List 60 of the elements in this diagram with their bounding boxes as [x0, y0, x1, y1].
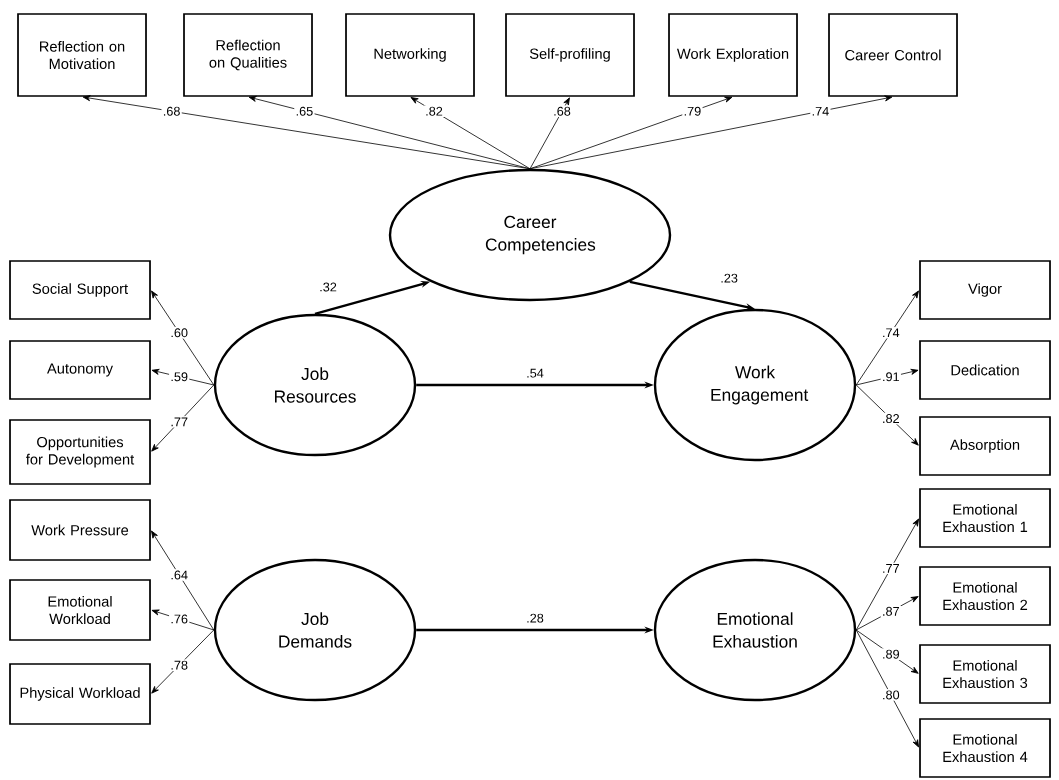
indicator-box: Emotional Exhaustion 4: [919, 718, 1051, 778]
arrow: [529, 97, 570, 170]
edge-label: .79: [682, 105, 703, 118]
indicator-box: Social Support: [9, 260, 151, 320]
edge-label: .68: [551, 105, 573, 118]
edge-label: .77: [169, 416, 190, 428]
edge-label: .64: [169, 569, 190, 581]
indicator-box: Work Exploration: [668, 13, 798, 97]
arrow: [855, 290, 919, 386]
edge-label: .68: [161, 105, 182, 118]
indicator-box: Emotional Exhaustion 1: [919, 488, 1051, 548]
edge-label: .91: [880, 370, 901, 383]
edge-label: .59: [169, 370, 190, 383]
indicator-box: Opportunities for Development: [9, 419, 151, 485]
edge-label: .80: [880, 689, 901, 701]
arrow: [855, 384, 919, 446]
indicator-box: Vigor: [919, 260, 1051, 320]
indicator-box: Self-profiling: [505, 13, 635, 97]
arrow: [151, 629, 215, 694]
arrow: [855, 629, 919, 748]
edge-label: .82: [880, 412, 901, 425]
edge-label: .76: [169, 613, 190, 625]
indicator-box: Career Control: [828, 13, 958, 97]
indicator-box: Absorption: [919, 416, 1051, 476]
edge-label: .78: [169, 659, 190, 671]
edge-label: .54: [527, 368, 544, 378]
arrow: [855, 518, 919, 631]
edge-label: .60: [169, 326, 190, 339]
edge-label: .89: [880, 648, 901, 660]
edge-label: .87: [880, 605, 901, 618]
indicator-box: Physical Workload: [9, 663, 151, 725]
edge-label: .77: [880, 562, 901, 575]
edge-label: .82: [423, 105, 445, 118]
edge-label: .28: [527, 613, 544, 623]
arrow: [855, 596, 919, 631]
indicator-box: Emotional Exhaustion 3: [919, 644, 1051, 704]
arrow: [151, 609, 215, 631]
arrow: [855, 629, 919, 674]
arrow: [410, 97, 531, 170]
edge-label: .23: [721, 273, 738, 283]
arrow: [529, 96, 733, 170]
edge-label: .32: [320, 282, 337, 292]
edge-label: .74: [880, 327, 901, 339]
indicator-box: Dedication: [919, 340, 1051, 400]
indicator-box: Emotional Exhaustion 2: [919, 566, 1051, 626]
arrow: [151, 368, 215, 386]
indicator-box: Reflection on Motivation: [17, 13, 147, 97]
edge-label: .65: [294, 105, 315, 118]
indicator-box: Networking: [345, 13, 475, 97]
indicator-box: Emotional Workload: [9, 579, 151, 641]
arrow: [855, 368, 919, 386]
arrow: [151, 290, 215, 386]
arrow: [529, 95, 893, 170]
arrow: [151, 384, 215, 452]
arrow: [248, 95, 531, 170]
arrow: [151, 530, 215, 631]
indicator-box: Reflection on Qualities: [183, 13, 313, 97]
edge-label: .74: [810, 105, 831, 117]
indicator-box: Work Pressure: [9, 499, 151, 561]
indicator-box: Autonomy: [9, 340, 151, 400]
